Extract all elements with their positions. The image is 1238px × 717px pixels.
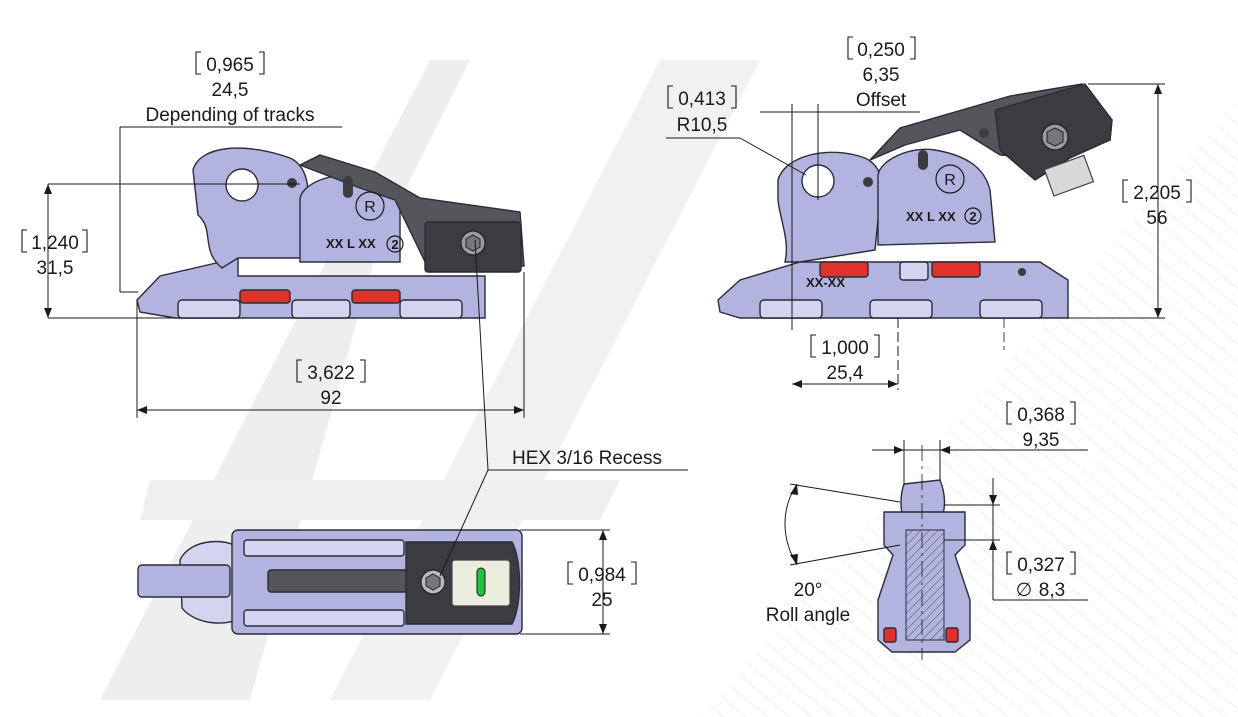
front-view-marking-circle: 2 [969, 209, 976, 224]
roll-angle-value: 20° [794, 580, 823, 601]
end-dia-mm: 8,3 [1039, 580, 1065, 601]
front-view-marking: XX L XX [906, 209, 956, 224]
top-view-stem [137, 564, 231, 598]
side-view-pin-hole [225, 168, 259, 202]
indicator-green [476, 567, 486, 597]
side-height-in: 1,240 [31, 233, 79, 254]
front-radius-mm: R10,5 [677, 115, 728, 136]
front-offset-in: 0,250 [857, 40, 905, 61]
front-height-in: 2,205 [1133, 183, 1181, 204]
registered-mark-text: R [364, 199, 376, 216]
side-length-mm: 92 [320, 388, 341, 409]
side-width-note: Depending of tracks [146, 105, 315, 126]
roll-angle-label: Roll angle [766, 605, 851, 626]
front-view-tower [877, 148, 996, 246]
end-view-pad [945, 627, 959, 643]
registered-mark [355, 191, 385, 221]
side-view-lug [192, 147, 309, 269]
front-spacing-mm: 25,4 [827, 363, 864, 384]
side-view-marking-circle: 2 [391, 237, 398, 252]
end-dia-in: 0,327 [1017, 555, 1065, 576]
top-width-mm: 25 [591, 590, 612, 611]
side-view-pad [351, 289, 401, 304]
hex-recess-label: HEX 3/16 Recess [512, 448, 662, 469]
front-registered-mark: R [944, 172, 956, 189]
front-view-lug [777, 151, 883, 263]
front-radius-in: 0,413 [678, 89, 726, 110]
side-view-marking: XX L XX [326, 236, 376, 251]
front-offset-label: Offset [856, 90, 907, 111]
front-height-mm: 56 [1146, 208, 1167, 229]
front-offset-mm: 6,35 [863, 65, 900, 86]
front-spacing-in: 1,000 [821, 338, 869, 359]
side-view-pad [239, 289, 291, 304]
side-height-mm: 31,5 [37, 258, 74, 279]
side-width-mm: 24,5 [212, 80, 249, 101]
side-view: R XX L XX 2 0,965 24,5 Depending of trac… [21, 51, 525, 418]
front-view-pad [931, 261, 981, 278]
end-width-in: 0,368 [1017, 405, 1065, 426]
side-view-rollers [177, 299, 463, 319]
front-view-pad [819, 261, 869, 278]
diameter-symbol: ∅ [1016, 580, 1033, 601]
front-view-rollers [759, 299, 1043, 319]
end-view: 0,368 9,35 0,327 ∅ 8,3 20° Roll angle [766, 401, 1088, 660]
end-width-mm: 9,35 [1023, 430, 1060, 451]
top-view: HEX 3/16 Recess 0,984 25 [137, 239, 688, 635]
front-view-lower-marking: XX-XX [806, 275, 845, 290]
front-view: R XX L XX 2 XX-XX 0,250 6,35 Offset 0,41… [666, 36, 1192, 390]
end-view-pad [883, 627, 897, 643]
top-width-in: 0,984 [578, 565, 626, 586]
end-view-section-hatch [905, 529, 945, 641]
side-length-in: 3,622 [307, 363, 355, 384]
side-width-in: 0,965 [206, 55, 254, 76]
